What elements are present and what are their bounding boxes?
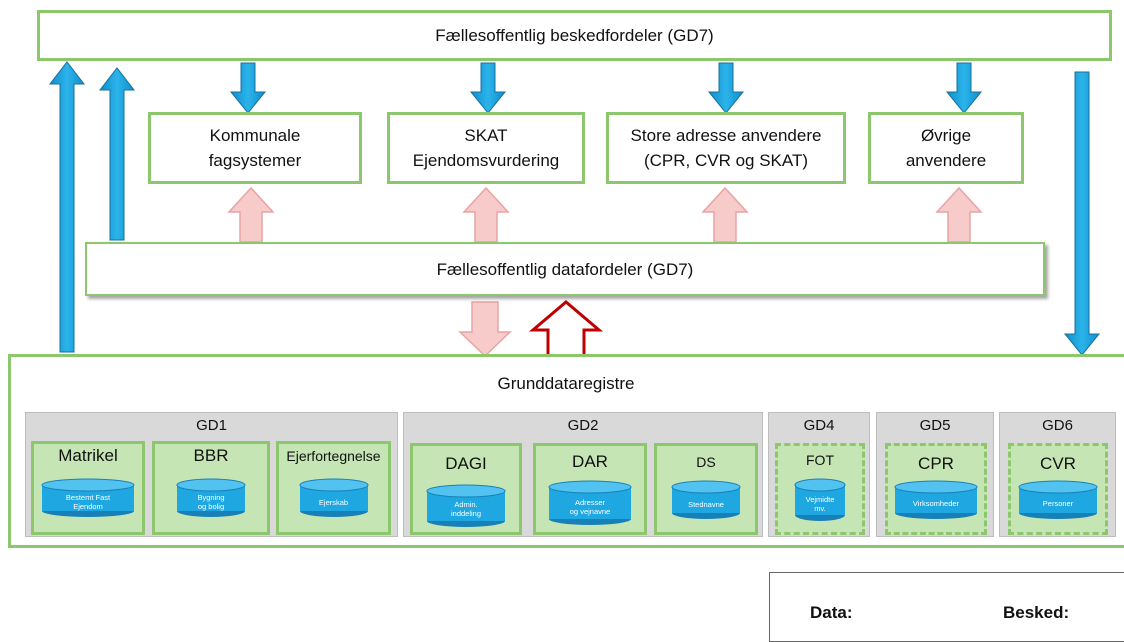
register-name: DAGI <box>445 454 487 473</box>
consumer-line1: SKAT <box>464 126 508 145</box>
db-label-1: Admin. <box>454 500 478 509</box>
consumer-skat: SKAT Ejendomsvurdering <box>387 112 585 184</box>
group-label: GD2 <box>567 417 599 434</box>
database-icon: Ejerskab <box>299 478 369 518</box>
db-label-2: Ejendom <box>73 502 103 511</box>
db-label-1: Vejmidte <box>805 495 835 504</box>
registers-title: Grunddataregistre <box>497 374 635 393</box>
group-label: GD5 <box>919 417 951 434</box>
data-arrow-up-1 <box>227 186 275 243</box>
db-label-1: Bygning <box>197 493 225 502</box>
legend: Data: Besked: <box>769 572 1124 642</box>
message-arrow-down-2 <box>469 62 507 114</box>
db-label-1: Ejerskab <box>318 498 349 507</box>
consumer-store-adresse: Store adresse anvendere (CPR, CVR og SKAT… <box>606 112 846 184</box>
db-label-1: Stednavne <box>688 500 724 509</box>
db-label-1: Bestemt Fast <box>65 493 111 502</box>
database-icon: Admin.inddeling <box>426 484 506 528</box>
data-arrow-up-4 <box>935 186 983 243</box>
data-distributor-bar: Fællesoffentlig datafordeler (GD7) <box>85 242 1045 296</box>
register-name: CPR <box>918 454 954 473</box>
register-name: CVR <box>1040 454 1076 473</box>
register-name: Matrikel <box>58 446 118 465</box>
group-label: GD1 <box>196 417 227 434</box>
group-label: GD6 <box>1042 417 1073 434</box>
consumer-kommunale: Kommunale fagsystemer <box>148 112 362 184</box>
db-label-2: og vejnavne <box>569 507 611 516</box>
message-distributor-bar: Fællesoffentlig beskedfordeler (GD7) <box>37 10 1112 61</box>
db-label-2: og bolig <box>197 502 225 511</box>
database-icon: Virksomheder <box>894 480 978 520</box>
register-ejerfortegnelse: Ejerfortegnelse Ejerskab <box>276 441 391 535</box>
consumer-line2: Ejendomsvurdering <box>412 151 560 170</box>
db-label-1: Personer <box>1042 499 1074 508</box>
data-arrow-up-3 <box>701 186 749 243</box>
register-name: FOT <box>806 452 834 468</box>
data-arrow-up-red <box>528 300 604 358</box>
consumer-line1: Store adresse anvendere <box>630 126 822 145</box>
legend-message-label: Besked: <box>1003 603 1070 622</box>
register-name: BBR <box>193 446 229 465</box>
register-cvr: CVR Personer <box>1008 443 1108 535</box>
message-distributor-label: Fællesoffentlig beskedfordeler (GD7) <box>435 26 714 45</box>
database-icon: Stednavne <box>671 480 741 520</box>
message-arrow-down-right <box>1063 71 1101 356</box>
consumer-line2: anvendere <box>905 151 987 170</box>
register-name: DS <box>696 454 716 470</box>
group-label: GD4 <box>803 417 835 434</box>
legend-data-label: Data: <box>810 603 853 622</box>
consumer-oevrige: Øvrige anvendere <box>868 112 1024 184</box>
consumer-line2: fagsystemer <box>208 151 302 170</box>
group-gd5: GD5 CPR Virksomheder <box>876 412 994 537</box>
register-name: DAR <box>572 452 608 471</box>
message-arrow-up-2 <box>98 67 136 241</box>
data-distributor-label: Fællesoffentlig datafordeler (GD7) <box>436 259 694 279</box>
db-label-2: inddeling <box>450 509 482 518</box>
group-gd6: GD6 CVR Personer <box>999 412 1116 537</box>
register-cpr: CPR Virksomheder <box>885 443 987 535</box>
database-icon: Personer <box>1018 480 1098 520</box>
db-label-1: Adresser <box>574 498 605 507</box>
message-arrow-down-4 <box>945 62 983 114</box>
consumer-line1: Kommunale <box>209 126 301 145</box>
data-arrow-up-2 <box>462 186 510 243</box>
consumer-line1: Øvrige <box>920 126 972 145</box>
db-label-1: Virksomheder <box>912 499 960 508</box>
register-name: Ejerfortegnelse <box>286 448 381 464</box>
register-ds: DS Stednavne <box>654 443 758 535</box>
consumer-line2: (CPR, CVR og SKAT) <box>643 151 809 170</box>
data-arrow-down <box>458 301 512 358</box>
register-dagi: DAGI Admin.inddeling <box>410 443 522 535</box>
message-arrow-up-1 <box>48 61 86 353</box>
message-arrow-down-3 <box>707 62 745 114</box>
message-arrow-down-1 <box>229 62 267 114</box>
db-label-2: mv. <box>814 504 826 513</box>
